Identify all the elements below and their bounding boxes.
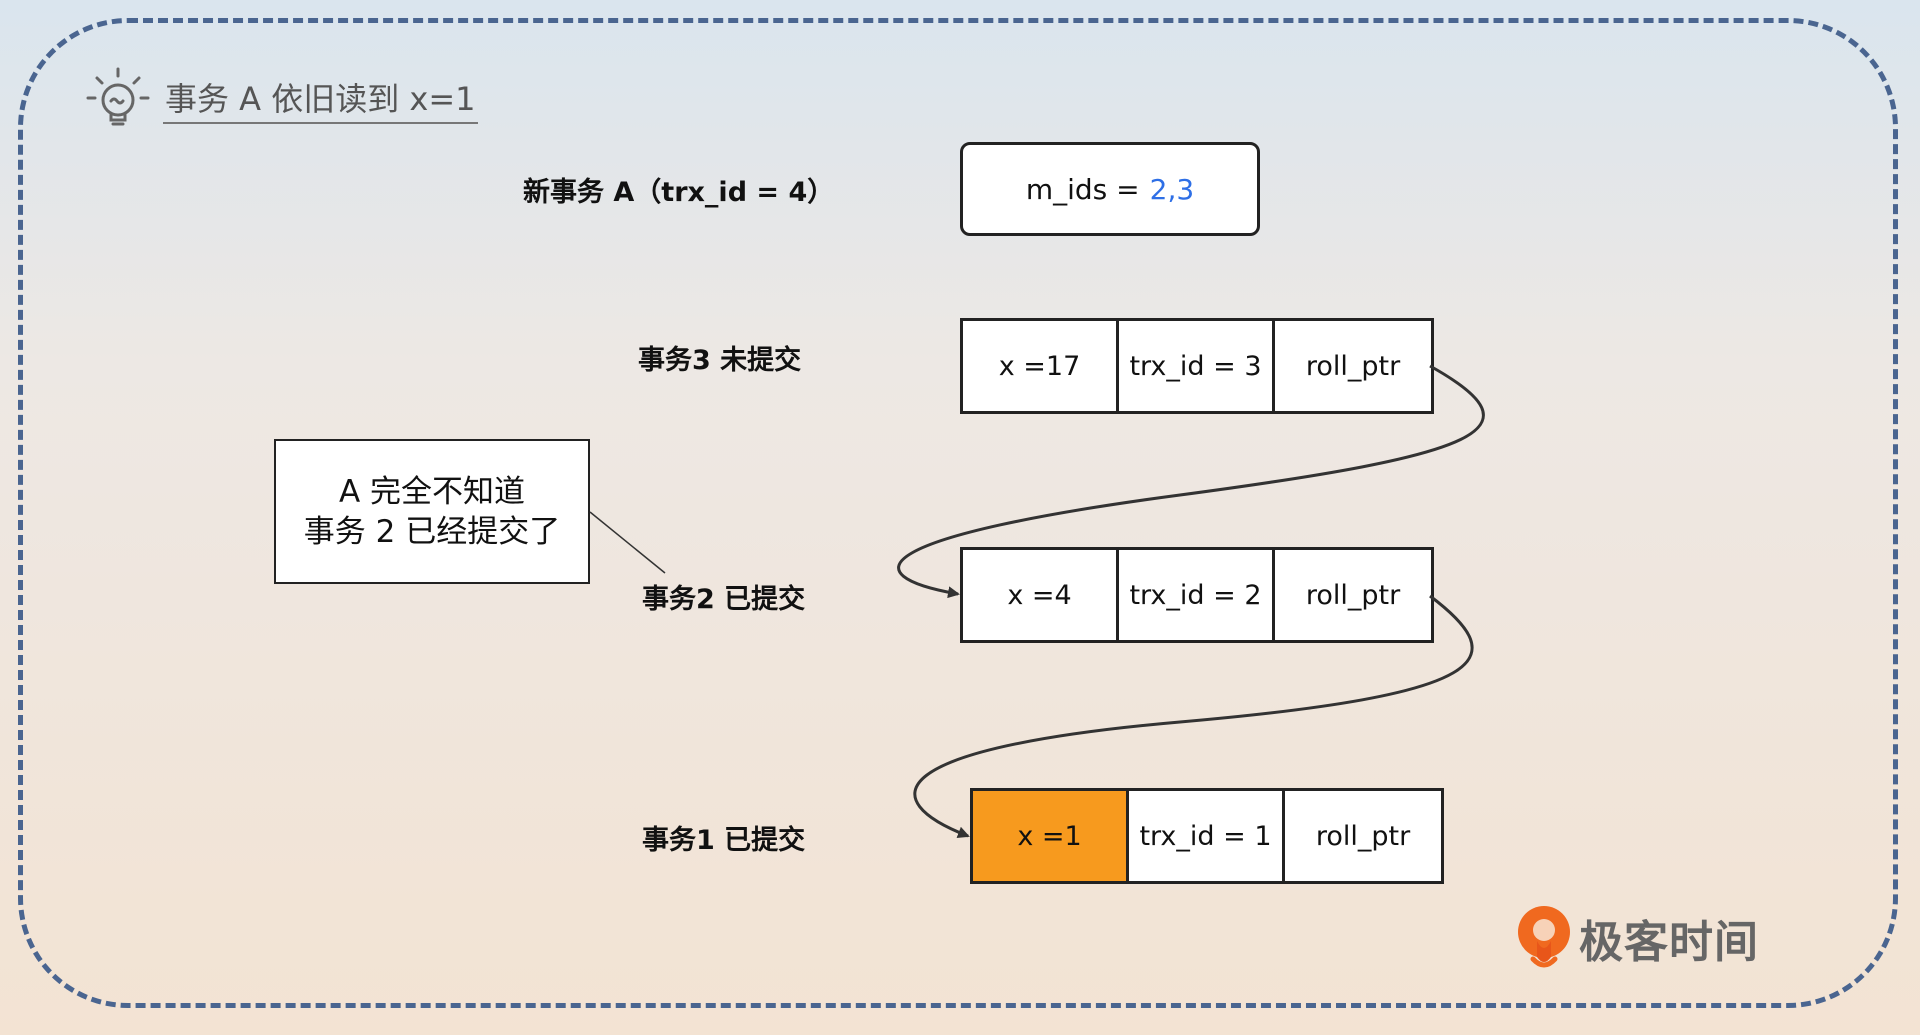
tx1-label: 事务1 已提交 xyxy=(642,825,806,856)
note-line-2: 事务 2 已经提交了 xyxy=(303,513,561,550)
tx2-label: 事务2 已提交 xyxy=(642,584,806,615)
tx2-value-cell: x =4 xyxy=(963,550,1119,640)
tx1-value-cell: x =1 xyxy=(973,791,1129,881)
tx3-record: x =17 trx_id = 3 roll_ptr xyxy=(960,318,1434,414)
brand-logo: 极客时间 xyxy=(1515,905,1759,971)
header: 事务 A 依旧读到 x=1 xyxy=(85,66,478,132)
tx2-rollptr-cell: roll_ptr xyxy=(1305,579,1401,611)
new-tx-label: 新事务 A（trx_id = 4） xyxy=(523,177,835,208)
dashed-frame xyxy=(18,18,1898,1008)
rollptr-arrow-2-to-1 xyxy=(913,594,1474,838)
tx3-rollptr-cell: roll_ptr xyxy=(1305,350,1401,382)
rollptr-arrow-3-to-2 xyxy=(897,364,1485,599)
tx2-record: x =4 trx_id = 2 roll_ptr xyxy=(960,547,1434,643)
tx1-rollptr-cell: roll_ptr xyxy=(1315,820,1411,852)
tx1-trxid-cell: trx_id = 1 xyxy=(1129,791,1285,881)
mids-box: m_ids = 2,3 xyxy=(960,142,1260,236)
lightbulb-icon xyxy=(86,67,150,126)
tx2-trxid-cell: trx_id = 2 xyxy=(1119,550,1275,640)
annotation-note: A 完全不知道 事务 2 已经提交了 xyxy=(274,439,590,584)
tx3-label: 事务3 未提交 xyxy=(638,345,802,376)
tx1-record: x =1 trx_id = 1 roll_ptr xyxy=(970,788,1444,884)
header-title: 事务 A 依旧读到 x=1 xyxy=(163,74,478,124)
note-line-1: A 完全不知道 xyxy=(338,473,526,510)
mids-value: 2,3 xyxy=(1149,172,1195,206)
note-pointer-line xyxy=(589,511,666,574)
brand-name: 极客时间 xyxy=(1579,917,1759,968)
geektime-logo-icon xyxy=(1518,906,1570,968)
mids-key: m_ids = xyxy=(1025,172,1140,206)
tx3-value-cell: x =17 xyxy=(963,321,1119,411)
tx3-trxid-cell: trx_id = 3 xyxy=(1119,321,1275,411)
